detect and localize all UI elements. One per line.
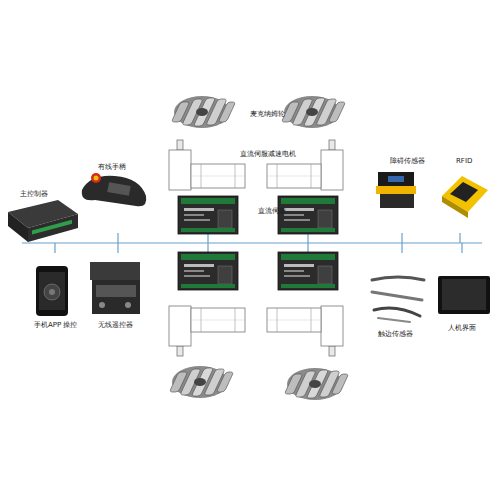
obstacle-sensor — [376, 172, 416, 208]
servo-driver — [178, 252, 238, 290]
servo-driver — [278, 252, 338, 290]
mecanum-wheel — [281, 96, 345, 128]
wireless-remote — [90, 262, 140, 314]
component-label: 直流伺服减速电机 — [240, 150, 296, 159]
component-label: 有线手柄 — [98, 163, 126, 172]
component-label: 障碍传感器 — [390, 157, 425, 166]
bus-line — [22, 233, 482, 253]
component-label: 手机APP 操控 — [34, 321, 77, 330]
component-label: 人机界面 — [448, 324, 476, 333]
main-controller — [8, 200, 78, 242]
touch-edge-sensor — [372, 277, 424, 322]
hmi-panel — [438, 276, 490, 314]
component-label: 触边传感器 — [378, 330, 413, 339]
rfid-reader — [442, 176, 488, 218]
component-label: RFID — [456, 157, 472, 166]
servo-motor — [169, 306, 245, 356]
servo-driver — [178, 196, 238, 234]
servo-motor — [267, 140, 343, 190]
mecanum-wheel — [284, 368, 348, 400]
servo-driver — [278, 196, 338, 234]
component-label: 无线遥控器 — [98, 321, 133, 330]
mecanum-wheel — [171, 96, 235, 128]
component-label: 主控制器 — [20, 190, 48, 199]
phone — [36, 266, 68, 316]
wired-handle — [82, 173, 147, 206]
component-label: 麦克纳姆轮 — [250, 110, 285, 119]
component-label: 直流伺服 — [258, 207, 286, 216]
servo-motor — [169, 140, 245, 190]
servo-motor — [267, 306, 343, 356]
mecanum-wheel — [169, 366, 233, 398]
